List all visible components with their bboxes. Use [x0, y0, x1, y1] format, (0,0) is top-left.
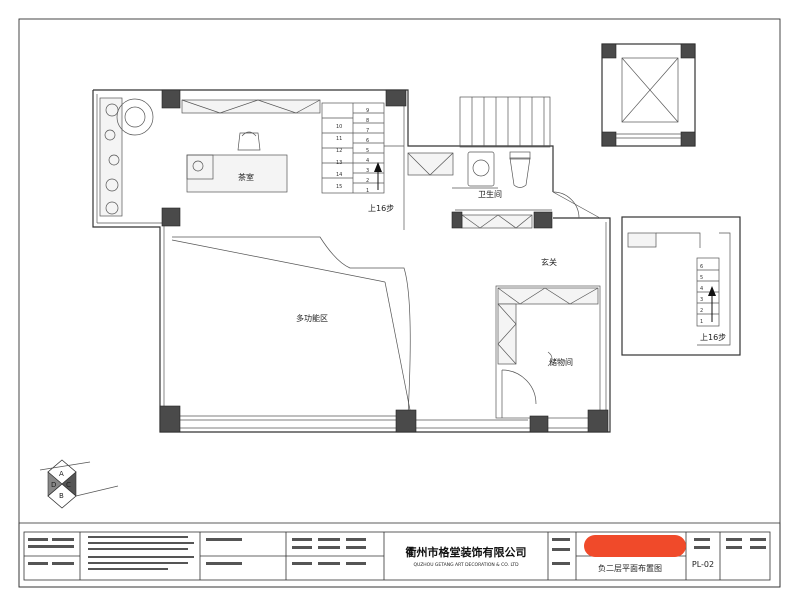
main-step-13: 2	[366, 178, 369, 184]
main-step-11: 4	[366, 158, 369, 164]
drawing-number: PL-02	[692, 560, 714, 569]
main-step-7: 8	[366, 118, 369, 124]
side-stair-step-numbers: 6 5 4 3 2 1	[700, 264, 703, 325]
company-name-cn: 衢州市格堂装饰有限公司	[406, 545, 527, 559]
main-step-10: 5	[366, 148, 369, 154]
main-step-3: 13	[336, 160, 342, 166]
side-stair-detail: 上16步	[621, 216, 741, 356]
compass-icon: A B C D	[39, 459, 119, 509]
title-block: 衢州市格堂装饰有限公司 QUZHOU GETANG ART DECORATION…	[18, 522, 781, 588]
main-step-0: 10	[336, 124, 342, 130]
main-step-9: 6	[366, 138, 369, 144]
red-stamp	[584, 535, 686, 557]
drawing-title: 负二层平面布置图	[598, 563, 662, 573]
main-step-12: 3	[366, 168, 369, 174]
elevator-shaft	[601, 43, 696, 147]
company-name-en: QUZHOU GETANG ART DECORATION & CO. LTD	[413, 562, 519, 568]
main-step-14: 1	[366, 188, 369, 194]
compass-letter-a: A	[59, 470, 64, 478]
compass-letter-c: C	[66, 481, 71, 489]
side-step-4: 2	[700, 308, 703, 314]
side-step-1: 5	[700, 275, 703, 281]
compass-letter-d: D	[51, 481, 56, 489]
side-stair-label: 上16步	[700, 333, 726, 342]
side-step-2: 4	[700, 286, 703, 292]
multi-zone-label: 多功能区	[296, 313, 328, 323]
main-step-8: 7	[366, 128, 369, 134]
side-step-5: 1	[700, 319, 703, 325]
main-step-5: 15	[336, 184, 342, 190]
main-step-4: 14	[336, 172, 342, 178]
compass-letter-b: B	[59, 492, 64, 500]
main-step-6: 9	[366, 108, 369, 114]
main-stair-step-numbers: 10 11 12 13 14 15 9 8 7 6 5 4 3 2 1	[336, 108, 369, 194]
main-step-1: 11	[336, 136, 342, 142]
main-plan: 上16步 卫生间	[92, 89, 611, 433]
bathroom-label: 卫生间	[478, 189, 502, 199]
side-step-3: 3	[700, 297, 703, 303]
storage-label: 储物间	[549, 357, 573, 367]
main-step-2: 12	[336, 148, 342, 154]
tea-room-label: 茶室	[238, 172, 254, 182]
main-stair-label: 上16步	[368, 204, 394, 213]
side-step-0: 6	[700, 264, 703, 270]
foyer-label: 玄关	[541, 257, 557, 267]
